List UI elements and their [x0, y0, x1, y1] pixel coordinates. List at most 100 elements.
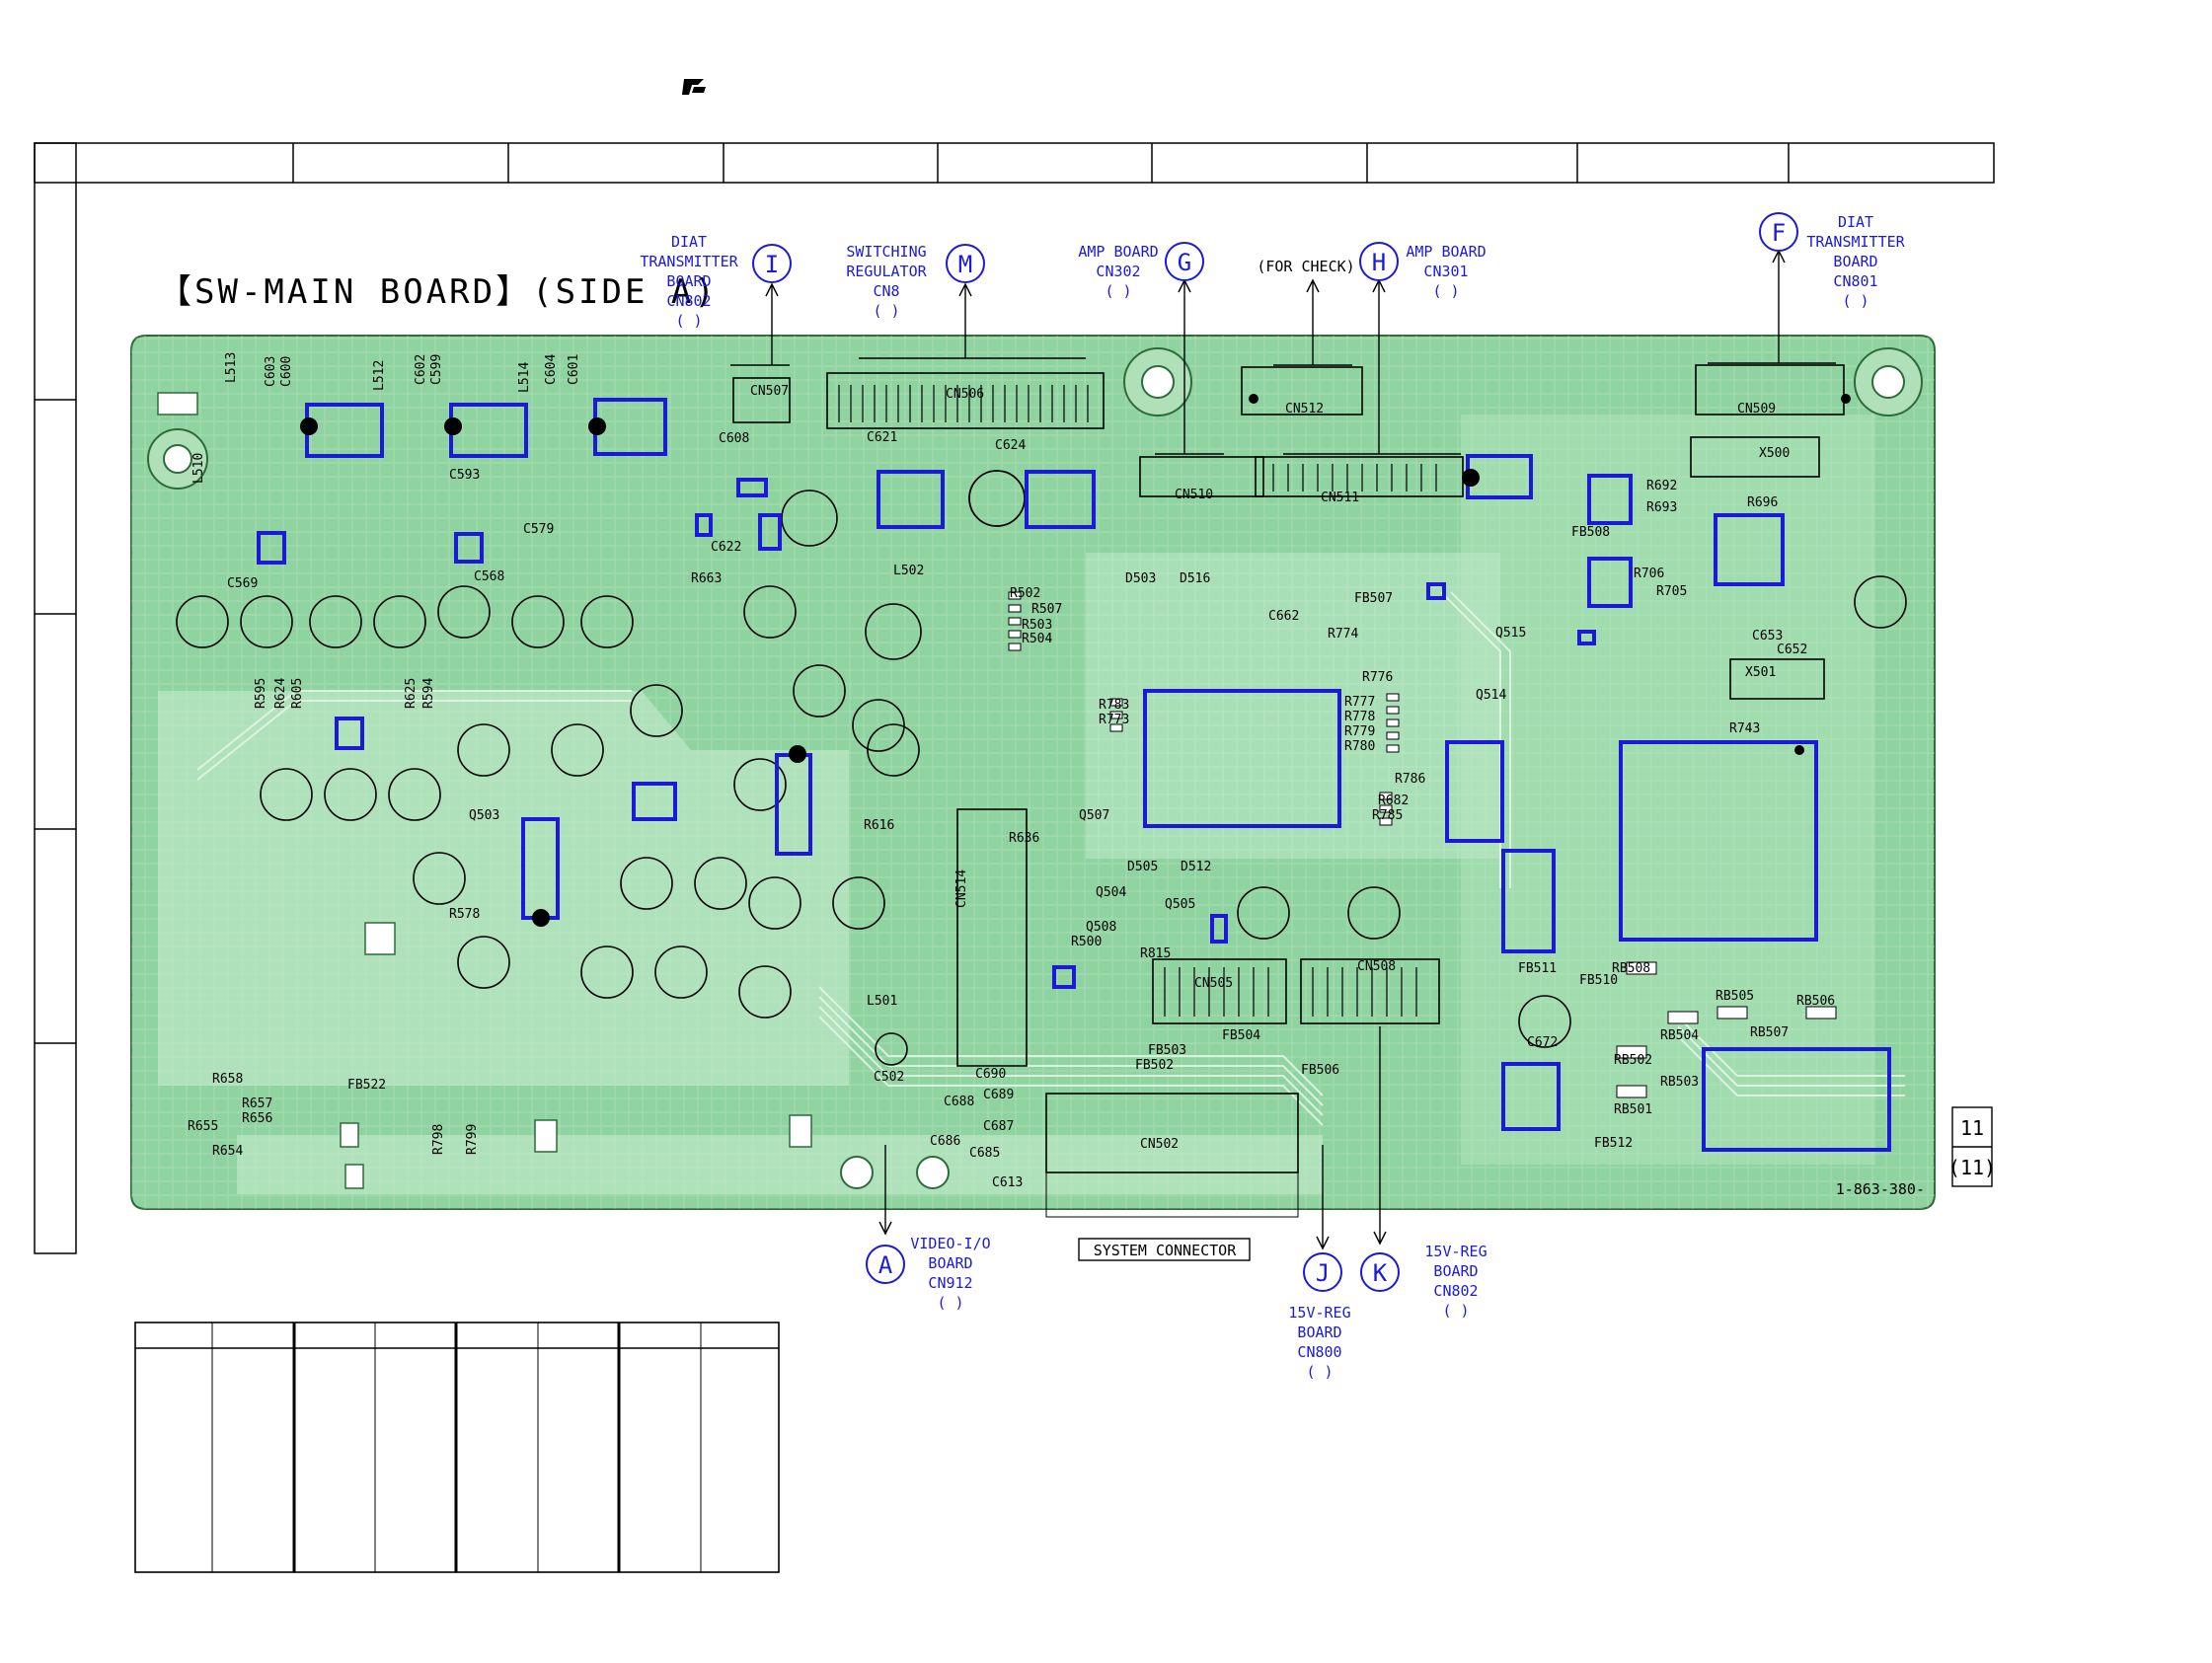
label-r774: R774	[1328, 627, 1358, 642]
label-c662: C662	[1268, 609, 1299, 624]
board-title: 【SW-MAIN BOARD】(SIDE A)	[158, 272, 718, 312]
callout-arrows	[730, 249, 1836, 1250]
label-r624: R624	[273, 678, 288, 709]
label-c686: C686	[930, 1134, 960, 1149]
label-c569: C569	[227, 576, 258, 591]
callout-i-line4: CN802	[666, 292, 711, 310]
callout-letter-g: G	[1178, 249, 1191, 276]
label-r799: R799	[465, 1124, 480, 1155]
callout-f-paren: ( )	[1842, 292, 1869, 310]
label-r654: R654	[212, 1144, 243, 1159]
label-cn514: CN514	[954, 869, 969, 908]
label-r706: R706	[1634, 567, 1664, 581]
callout-i-line3: BOARD	[666, 272, 711, 290]
label-r682: R682	[1378, 794, 1409, 808]
manufacturer-logo-icon	[682, 79, 706, 95]
svg-text:SYSTEM CONNECTOR: SYSTEM CONNECTOR	[1094, 1242, 1237, 1259]
component-labels: L513 C603 C600 L512 C602 C599 L514 C604 …	[188, 352, 1835, 1190]
label-c601: C601	[567, 354, 581, 385]
callout-letter-j: J	[1316, 1259, 1330, 1287]
label-r777: R777	[1344, 695, 1375, 710]
label-c602: C602	[414, 354, 428, 385]
label-rb507: RB507	[1750, 1025, 1789, 1040]
label-rb501: RB501	[1614, 1102, 1652, 1117]
callout-g-line1: AMP BOARD	[1078, 243, 1158, 261]
label-q515: Q515	[1495, 626, 1526, 641]
label-r815: R815	[1140, 946, 1171, 961]
ic-outlines	[257, 398, 1891, 1152]
callout-letter-m: M	[958, 251, 972, 278]
callout-h-line1: AMP BOARD	[1406, 243, 1486, 261]
label-fb512: FB512	[1594, 1136, 1633, 1151]
callout-j-line1: 15V-REG	[1288, 1304, 1350, 1322]
label-c689: C689	[983, 1088, 1014, 1102]
label-cn509: CN509	[1737, 402, 1776, 416]
label-rb502: RB502	[1614, 1053, 1652, 1068]
callout-letter-h: H	[1372, 249, 1386, 276]
label-l502: L502	[893, 564, 924, 578]
label-fb507: FB507	[1354, 591, 1393, 606]
label-r658: R658	[212, 1072, 243, 1087]
label-r656: R656	[242, 1111, 272, 1126]
label-x501: X501	[1745, 665, 1776, 680]
label-c579: C579	[523, 522, 554, 537]
label-r696: R696	[1747, 495, 1778, 510]
label-r778: R778	[1344, 710, 1375, 724]
label-d512: D512	[1181, 860, 1211, 874]
label-c502: C502	[874, 1070, 904, 1085]
label-rb506: RB506	[1796, 994, 1835, 1009]
label-c653: C653	[1752, 629, 1783, 643]
callout-a-line3: CN912	[928, 1274, 972, 1292]
label-c608: C608	[719, 431, 749, 446]
label-r783: R783	[1099, 698, 1129, 713]
label-c613: C613	[992, 1175, 1023, 1190]
label-r625: R625	[404, 678, 419, 709]
label-d505: D505	[1127, 860, 1158, 874]
label-rb508: RB508	[1612, 961, 1650, 976]
label-c604: C604	[544, 354, 559, 385]
frame-grid	[34, 142, 1995, 1254]
callout-m-line3: CN8	[873, 282, 899, 300]
label-r773: R773	[1099, 713, 1129, 727]
label-c603: C603	[264, 356, 278, 387]
label-l513: L513	[224, 352, 239, 383]
label-r595: R595	[254, 678, 268, 709]
label-fb506: FB506	[1301, 1063, 1339, 1078]
label-r507: R507	[1031, 602, 1062, 617]
label-r692: R692	[1646, 479, 1677, 493]
label-cn510: CN510	[1175, 488, 1213, 502]
label-c687: C687	[983, 1119, 1014, 1134]
label-x500: X500	[1759, 446, 1790, 461]
label-r743: R743	[1729, 721, 1760, 736]
callout-f-line3: BOARD	[1833, 253, 1877, 270]
label-r500: R500	[1071, 935, 1102, 949]
label-c652: C652	[1777, 643, 1807, 657]
label-r776: R776	[1362, 670, 1393, 685]
label-cn502: CN502	[1140, 1137, 1179, 1152]
label-fb504: FB504	[1222, 1028, 1260, 1043]
callout-j-line2: BOARD	[1297, 1323, 1341, 1341]
callout-letter-a: A	[878, 1251, 893, 1279]
label-r578: R578	[449, 907, 480, 922]
label-fb510: FB510	[1579, 973, 1618, 988]
pcb-board	[130, 335, 1936, 1210]
callout-m-paren: ( )	[873, 302, 899, 320]
label-q503: Q503	[469, 808, 499, 823]
label-c600: C600	[279, 356, 294, 387]
callout-h-line2: CN301	[1423, 263, 1468, 280]
label-rb504: RB504	[1660, 1028, 1699, 1043]
capacitor-array	[176, 470, 1907, 1066]
label-r786: R786	[1395, 772, 1425, 787]
label-l512: L512	[372, 360, 387, 391]
callout-letter-k: K	[1373, 1259, 1388, 1287]
label-r504: R504	[1022, 632, 1052, 646]
label-q507: Q507	[1079, 808, 1109, 823]
label-r616: R616	[864, 818, 894, 833]
label-q508: Q508	[1086, 920, 1116, 935]
label-c685: C685	[969, 1146, 1000, 1161]
svg-text:11: 11	[1960, 1116, 1984, 1140]
label-q505: Q505	[1165, 897, 1195, 912]
label-r655: R655	[188, 1119, 218, 1134]
callout-a-paren: ( )	[937, 1294, 963, 1312]
